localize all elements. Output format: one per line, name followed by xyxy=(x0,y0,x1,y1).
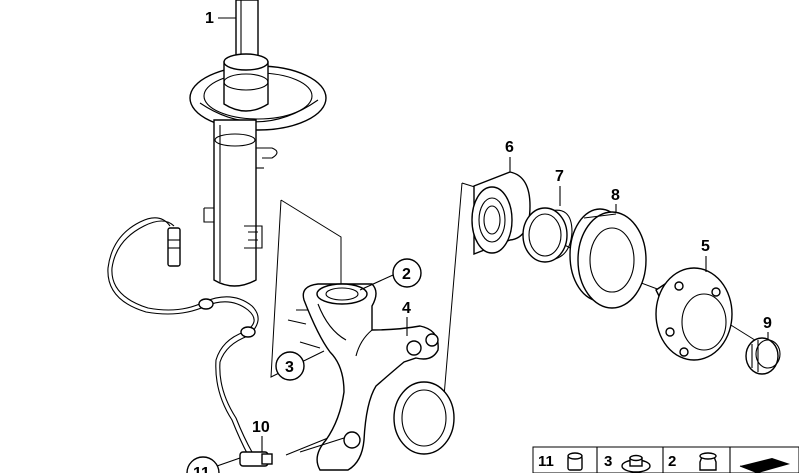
legend-item-11[interactable]: 11 xyxy=(538,452,583,471)
svg-text:4: 4 xyxy=(402,300,411,317)
arrow-shape-icon xyxy=(739,458,790,473)
svg-text:3: 3 xyxy=(285,359,294,376)
callout-7: 7 xyxy=(555,168,564,206)
steering-knuckle[interactable] xyxy=(299,283,455,471)
legend-item-3[interactable]: 3 xyxy=(604,453,651,473)
circlip[interactable] xyxy=(522,207,573,263)
svg-text:1: 1 xyxy=(205,10,214,27)
callout-1: 1 xyxy=(205,10,236,27)
callout-4: 4 xyxy=(402,300,411,336)
callout-3: 3 xyxy=(275,351,305,381)
svg-text:9: 9 xyxy=(763,315,772,332)
svg-text:6: 6 xyxy=(505,139,514,156)
washer-nut-icon xyxy=(621,454,651,473)
hex-nut-icon xyxy=(699,452,717,471)
callout-11: 11 xyxy=(186,456,241,473)
callout-10: 10 xyxy=(252,419,270,452)
callout-9: 9 xyxy=(763,315,772,340)
callout-6: 6 xyxy=(505,139,514,172)
svg-text:2: 2 xyxy=(668,453,676,470)
svg-text:8: 8 xyxy=(611,187,620,204)
svg-text:11: 11 xyxy=(193,465,210,473)
callout-2: 2 xyxy=(359,258,422,291)
callout-8: 8 xyxy=(611,187,620,212)
svg-text:11: 11 xyxy=(538,453,554,470)
collar-nut[interactable] xyxy=(745,337,781,375)
strut-assembly[interactable] xyxy=(189,0,327,287)
parts-legend: 11 3 2 xyxy=(532,446,799,473)
svg-text:5: 5 xyxy=(701,238,710,255)
dust-guard[interactable] xyxy=(569,208,647,309)
callout-5: 5 xyxy=(701,238,710,272)
speed-sensor-cable[interactable] xyxy=(107,217,273,467)
legend-item-2[interactable]: 2 xyxy=(668,452,717,471)
svg-text:3: 3 xyxy=(604,453,612,470)
svg-text:7: 7 xyxy=(555,168,564,185)
wheel-hub[interactable] xyxy=(655,267,733,361)
wheel-bearing[interactable] xyxy=(471,171,531,256)
svg-text:10: 10 xyxy=(252,419,270,436)
small-bolt-icon xyxy=(567,452,583,471)
svg-text:2: 2 xyxy=(402,266,411,283)
